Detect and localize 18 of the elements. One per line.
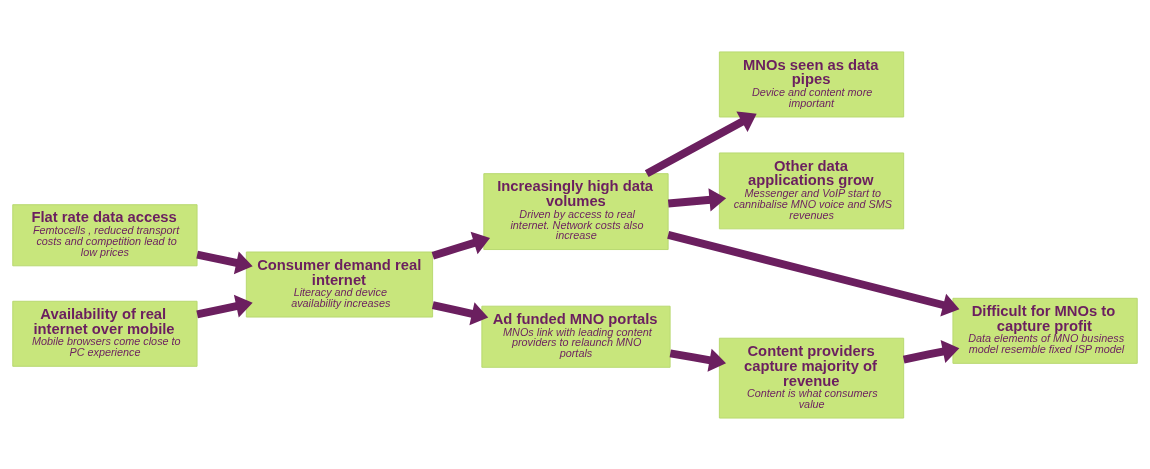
arrow — [431, 231, 491, 260]
arrow — [902, 339, 960, 363]
node-box: Flat rate data access Femtocells , reduced transport costs and competition lead to low prices — [12, 203, 198, 266]
node-box: Availability of real internet over mobile Mobile browsers come close to PC experience — [12, 300, 198, 367]
arrow — [667, 187, 727, 211]
arrow — [644, 111, 757, 177]
node-box: Difficult for MNOs to capture profit Data elements of MNO business model resemble fixed ISP model — [952, 297, 1138, 364]
arrow — [196, 294, 253, 318]
node-box: Consumer demand real internet Literacy and device availability increases — [245, 251, 434, 318]
node-box: Increasingly high data volumes Driven by access to real internet. Network costs also increase — [483, 172, 669, 250]
arrow — [667, 230, 960, 316]
node-box: Content providers capture majority of revenue Content is what consumers value — [718, 337, 905, 419]
node-box: Other data applications grow Messenger and VoIP start to cannibalise MNO voice and SMS revenues — [718, 151, 905, 229]
node-box: MNOs seen as data pipes Device and content more important — [718, 50, 905, 117]
arrow — [431, 300, 489, 325]
arrow — [669, 348, 727, 372]
arrow — [196, 250, 253, 274]
node-box: Ad funded MNO portals MNOs link with leading content providers to relaunch MNO portals — [481, 305, 671, 368]
